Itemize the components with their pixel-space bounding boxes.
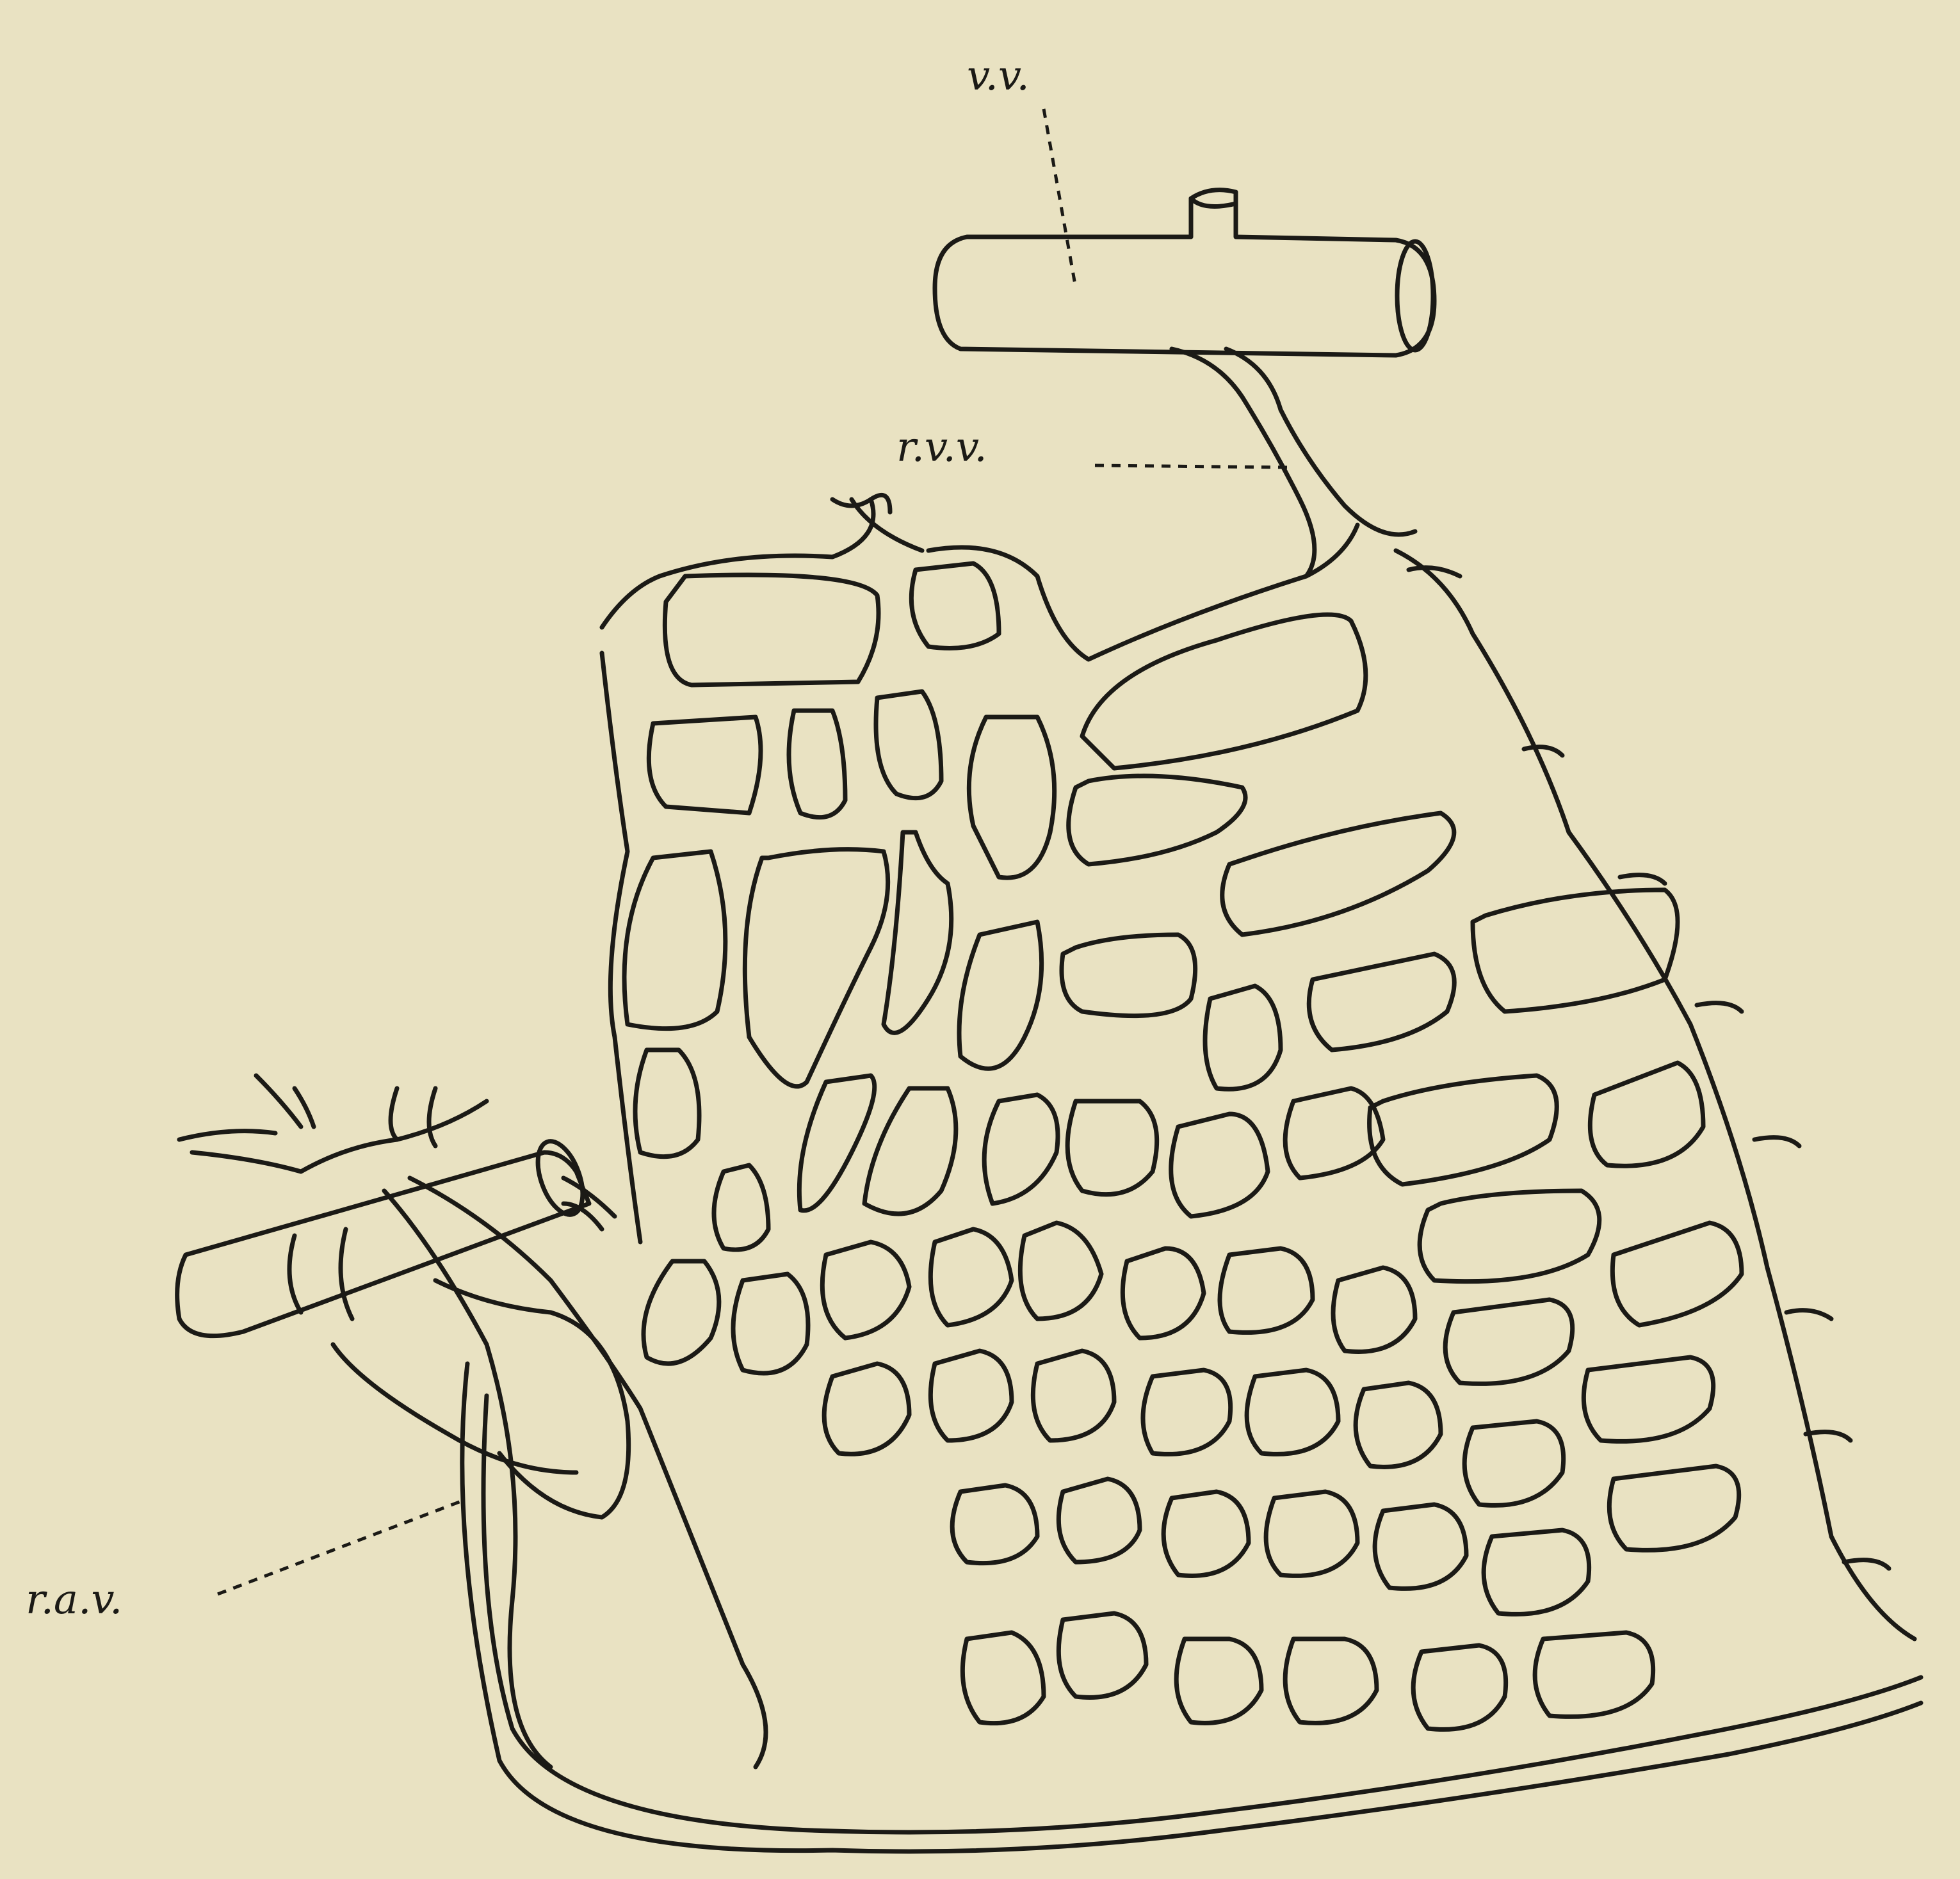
venule-label: r.v.v. bbox=[896, 424, 987, 471]
vein-label: v.v. bbox=[967, 52, 1030, 100]
artery-label: r.a.v. bbox=[26, 1576, 122, 1624]
